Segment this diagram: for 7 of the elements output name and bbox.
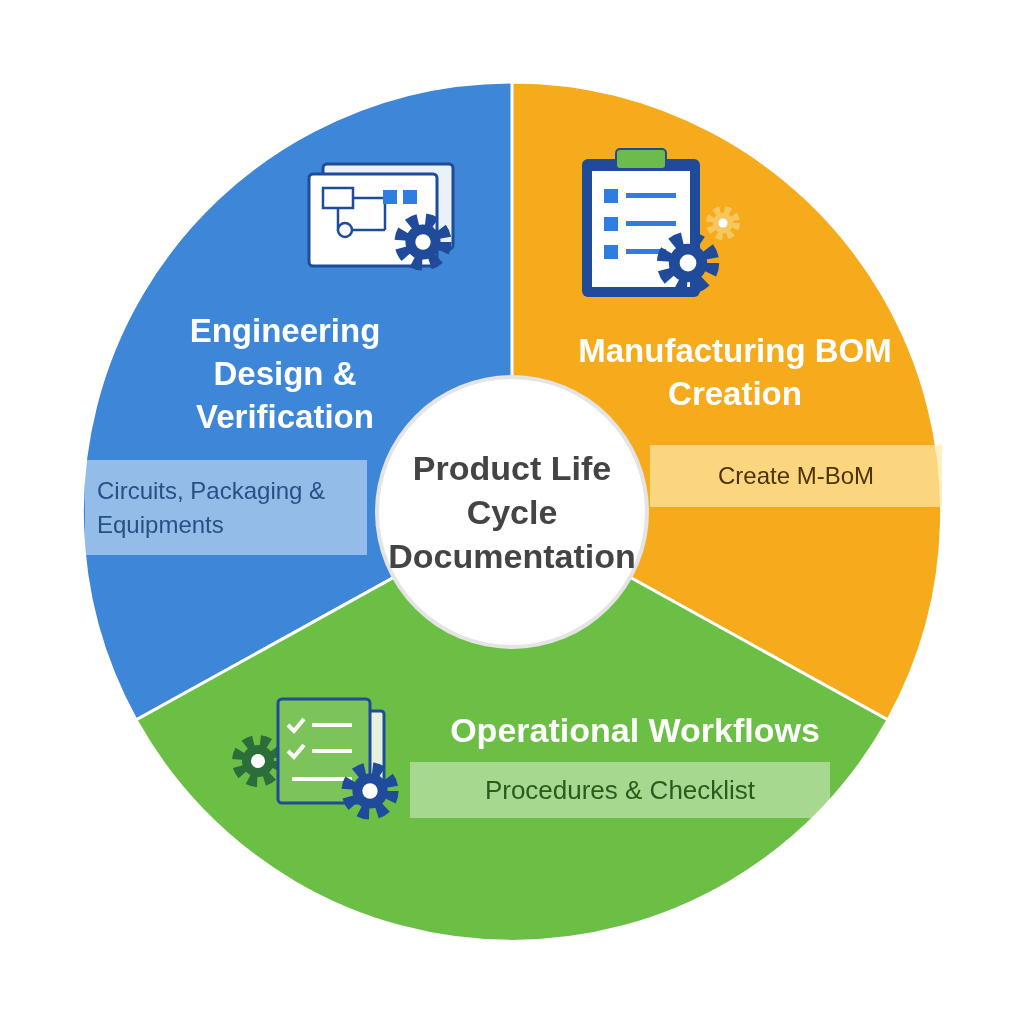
segment-title: Operational Workflows xyxy=(449,710,821,751)
segment-title: Manufacturing BOM Creation xyxy=(577,331,893,414)
segment-title: Engineering Design & Verification xyxy=(188,311,382,437)
subtitle-band: Procedures & Checklist xyxy=(410,762,830,818)
center-title: Product Life Cycle Documentation xyxy=(387,447,637,578)
subtitle-band: Circuits, Packaging & Equipments xyxy=(85,460,367,555)
subtitle-band: Create M-BoM xyxy=(650,445,942,507)
